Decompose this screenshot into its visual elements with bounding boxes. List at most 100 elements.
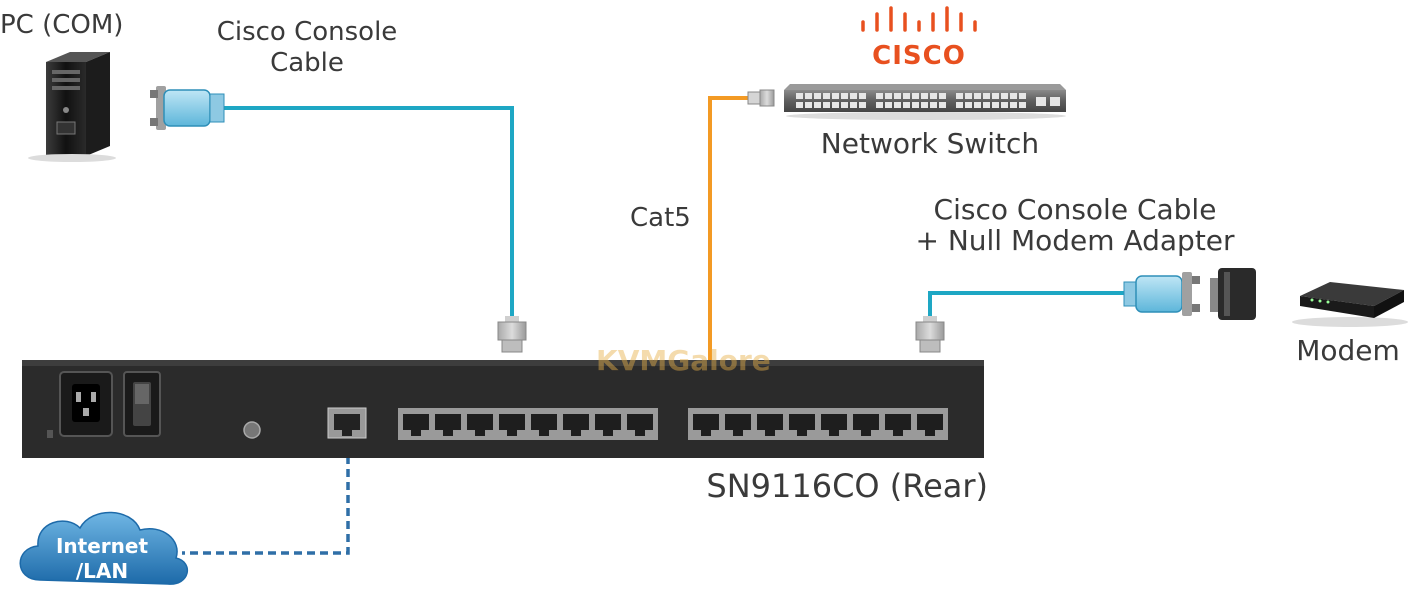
switch-port: [841, 93, 848, 99]
serial-port: [499, 414, 525, 436]
watermark: KVMGalore: [596, 344, 771, 377]
switch-port: [823, 102, 830, 108]
serial-port: [725, 414, 751, 436]
switch-port: [876, 93, 883, 99]
console-cable-label-line1: Cisco Console: [217, 17, 398, 47]
switch-port: [956, 93, 963, 99]
serial-port: [403, 414, 429, 436]
switch-ports: [796, 93, 1060, 108]
switch-port: [850, 102, 857, 108]
switch-port: [992, 102, 999, 108]
rj45-plug-icon: [747, 89, 775, 107]
serial-port: [789, 414, 815, 436]
power-switch-icon: [123, 371, 161, 437]
switch-port: [805, 93, 812, 99]
internet-label-line1: Internet: [56, 534, 148, 558]
power-inlet-icon: [59, 371, 113, 437]
cloud-icon: [19, 511, 189, 585]
switch-port: [796, 93, 803, 99]
switch-port: [832, 102, 839, 108]
switch-port: [939, 93, 946, 99]
db9-connector-icon: [1123, 272, 1200, 316]
lan-port-icon: [327, 407, 367, 439]
switch-port: [912, 93, 919, 99]
switch-port: [1019, 102, 1026, 108]
switch-port: [983, 102, 990, 108]
switch-port: [885, 102, 892, 108]
switch-port: [930, 93, 937, 99]
switch-port: [1001, 93, 1008, 99]
serial-port: [693, 414, 719, 436]
switch-port: [1010, 102, 1017, 108]
rj45-plug-icon: [915, 316, 945, 353]
modem-label: Modem: [1296, 334, 1400, 367]
switch-port: [974, 102, 981, 108]
serial-port: [757, 414, 783, 436]
lan-cable: [182, 430, 350, 555]
cat5-cable: [708, 96, 752, 418]
serial-port: [563, 414, 589, 436]
device-label: SN9116CO (Rear): [706, 467, 988, 505]
internet-label-line2: /LAN: [76, 559, 128, 583]
switch-uplink-port: [1036, 97, 1046, 106]
switch-port: [965, 93, 972, 99]
pc-tower-icon: [28, 52, 116, 162]
rj45-plug-icon: [497, 316, 527, 353]
switch-port: [796, 102, 803, 108]
serial-port-bank-1: [398, 408, 658, 440]
switch-port: [921, 93, 928, 99]
switch-port: [912, 102, 919, 108]
switch-port: [1001, 102, 1008, 108]
console-cable-modem: [928, 291, 1126, 318]
serial-port: [821, 414, 847, 436]
switch-port: [921, 102, 928, 108]
sn9116co-device: [22, 360, 984, 458]
serial-port: [435, 414, 461, 436]
switch-port: [832, 93, 839, 99]
console-cable-label-line2: Cable: [270, 48, 344, 78]
switch-port: [903, 93, 910, 99]
switch-port: [841, 102, 848, 108]
switch-port: [974, 93, 981, 99]
switch-port: [956, 102, 963, 108]
serial-port: [531, 414, 557, 436]
switch-port: [894, 102, 901, 108]
switch-port: [823, 93, 830, 99]
console-null-label-line2: + Null Modem Adapter: [915, 224, 1235, 257]
cisco-brand: CISCO: [872, 41, 966, 71]
pc-label: PC (COM): [0, 10, 123, 40]
switch-port: [805, 102, 812, 108]
switch-port: [1019, 93, 1026, 99]
console-null-label-line1: Cisco Console Cable: [934, 193, 1217, 226]
switch-port: [850, 93, 857, 99]
network-switch-icon: [784, 84, 1066, 120]
switch-port: [992, 93, 999, 99]
switch-port: [939, 102, 946, 108]
switch-port: [814, 93, 821, 99]
switch-port: [1010, 93, 1017, 99]
serial-port: [467, 414, 493, 436]
switch-port: [859, 93, 866, 99]
serial-port: [917, 414, 943, 436]
serial-port-bank-2: [688, 408, 948, 440]
switch-port: [903, 102, 910, 108]
switch-port: [965, 102, 972, 108]
serial-port: [853, 414, 879, 436]
switch-port: [876, 102, 883, 108]
serial-port: [627, 414, 653, 436]
switch-uplink-port: [1050, 97, 1060, 106]
modem-icon: [1292, 282, 1408, 327]
switch-port: [894, 93, 901, 99]
switch-port: [983, 93, 990, 99]
db9-connector-icon: [150, 86, 225, 130]
switch-port: [930, 102, 937, 108]
switch-port: [859, 102, 866, 108]
grounding-screw-icon: [243, 421, 261, 439]
console-cable-pc: [222, 106, 514, 318]
null-modem-adapter-icon: [1210, 268, 1256, 320]
cisco-logo-icon: [861, 6, 977, 32]
serial-port: [595, 414, 621, 436]
network-switch-label: Network Switch: [821, 127, 1039, 160]
switch-port: [814, 102, 821, 108]
